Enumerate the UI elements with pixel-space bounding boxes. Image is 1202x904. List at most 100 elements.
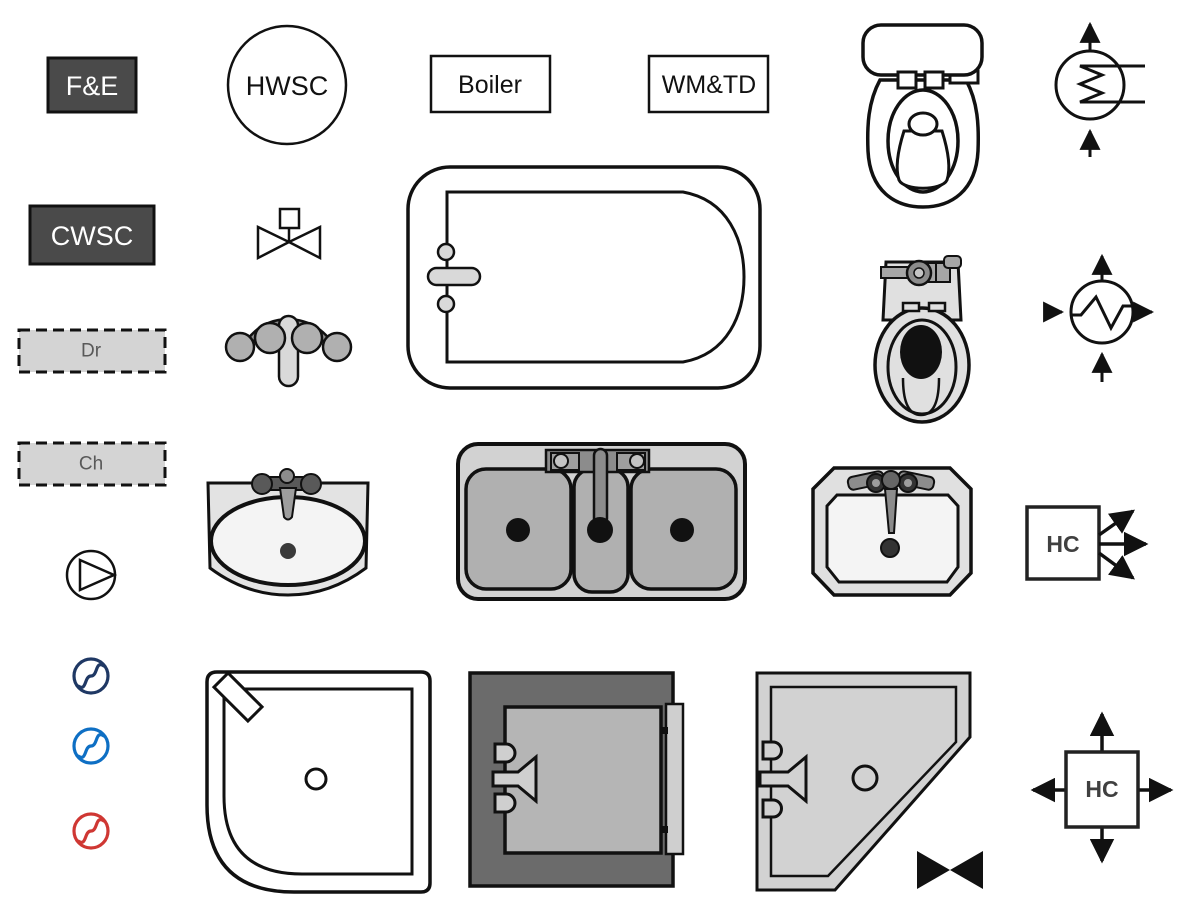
boiler-symbol[interactable]: Boiler (429, 54, 552, 114)
pump-navy-wave (76, 663, 106, 689)
channel-box-symbol[interactable]: Ch (17, 441, 167, 487)
cwsc-box (28, 204, 156, 266)
fe-tank-symbol[interactable]: F&E (46, 56, 138, 114)
heat-exchanger-flow-icon[interactable] (1043, 253, 1155, 382)
hc-fan-label: HC (1046, 531, 1079, 557)
pump-red-wave (76, 818, 106, 844)
hwsc-circle (226, 24, 348, 146)
wm-td-label: WM&TD (662, 71, 756, 99)
shower-head (211, 670, 265, 724)
wm-handle-mount-top (659, 727, 668, 734)
shower-tray-symbol[interactable] (205, 670, 432, 894)
pump-red-circle (72, 812, 110, 850)
bathtub-tap-hot (436, 242, 456, 262)
drain-box-symbol[interactable]: Dr (17, 328, 167, 374)
lav-tap-top (881, 470, 901, 490)
lavatory-sink-symbol[interactable] (811, 466, 973, 597)
tap-knob-4 (321, 331, 353, 363)
gate-valve-symbol[interactable] (256, 207, 322, 261)
pump-navy-circle (72, 657, 110, 695)
wm-handle (664, 702, 685, 856)
fe-tank-box (46, 56, 138, 114)
pump-symbol[interactable] (65, 549, 118, 601)
bathtub-spout (426, 266, 482, 287)
lav-drain (880, 538, 900, 558)
tap-spout (277, 314, 300, 388)
ch-label: Ch (79, 454, 103, 475)
sink-drain-middle (587, 517, 613, 543)
tap-knob-2 (253, 321, 287, 355)
pump-red-icon[interactable] (72, 812, 110, 850)
hc-cross-box (1064, 750, 1140, 829)
basin-tap-handle-right (300, 473, 322, 495)
pump-blue-icon[interactable] (72, 727, 110, 765)
corner-shower-inner (769, 685, 958, 878)
ch-box (17, 441, 167, 487)
hwsc-label: HWSC (246, 71, 329, 101)
toilet-front-view-symbol[interactable] (873, 255, 971, 424)
basin-tap-spout (278, 487, 298, 521)
wash-basin-symbol[interactable] (206, 468, 370, 597)
hc-fan-out-symbol[interactable]: HC (1025, 505, 1149, 581)
toilet-inner-bowl (895, 129, 951, 190)
toilet-hinge-left (896, 70, 918, 90)
wm-tab-bottom (493, 792, 517, 814)
cwsc-cistern-symbol[interactable]: CWSC (28, 204, 156, 266)
shower-drain (304, 767, 328, 791)
hc-cross-symbol[interactable]: HC (1030, 711, 1174, 864)
pump-navy-icon[interactable] (72, 657, 110, 695)
toilet2-hinge-right (927, 301, 947, 313)
corner-shower-tab-bottom (761, 798, 783, 819)
toilet2-inlet-pipe (880, 266, 909, 279)
fe-tank-label: F&E (66, 71, 119, 101)
lav-ring-left-hub (872, 479, 880, 487)
sink-handle-left (553, 453, 569, 469)
toilet-flush-outlet (907, 111, 939, 137)
basin-drain (280, 543, 296, 559)
basin-tap-top (279, 468, 295, 484)
tap-knob-1 (224, 331, 256, 363)
boiler-label: Boiler (458, 71, 522, 99)
pump-blue-wave (76, 733, 106, 759)
corner-shower-tab-top (761, 740, 783, 761)
pump-triangle (78, 558, 118, 592)
dr-box (17, 328, 167, 374)
sink-drain-left (506, 518, 530, 542)
lav-ring-right-hub (904, 479, 912, 487)
toilet-cistern (861, 23, 984, 77)
dr-label: Dr (81, 341, 102, 362)
wm-inlet-funnel (491, 753, 538, 805)
bathtub-symbol[interactable] (406, 165, 762, 390)
mixer-tap-symbol[interactable] (224, 314, 353, 388)
tap-knob-3 (290, 321, 324, 355)
toilet2-trap-line (901, 377, 941, 417)
pump-blue-circle (72, 727, 110, 765)
bathtub-inner (445, 190, 746, 364)
hx-wave (1071, 294, 1133, 332)
heater-coil-exchanger-icon[interactable] (1054, 21, 1145, 157)
toilet-top-view-symbol[interactable] (861, 23, 984, 209)
valve-actuator (278, 207, 301, 230)
sink-handle-right (629, 453, 645, 469)
coil-zigzag (1076, 64, 1145, 104)
hwsc-cylinder-symbol[interactable]: HWSC (226, 24, 348, 146)
double-sink-symbol[interactable] (456, 442, 747, 601)
toilet2-hinge-left (901, 301, 921, 313)
wm-td-symbol[interactable]: WM&TD (647, 54, 770, 114)
washing-machine-symbol[interactable] (468, 671, 685, 888)
toilet2-valve-cap (943, 255, 962, 269)
black-valve-right (950, 851, 983, 889)
wm-handle-mount-bottom (659, 826, 668, 833)
cwsc-label: CWSC (51, 221, 134, 251)
valve-wing-right (286, 225, 322, 261)
corner-shower-symbol[interactable] (755, 671, 972, 892)
bathtub-tap-cold (436, 294, 456, 314)
hc-fan-arrow-up (1097, 509, 1136, 537)
black-valve-icon[interactable] (917, 851, 983, 889)
wm-td-box (647, 54, 770, 114)
toilet-hinge-right (923, 70, 945, 90)
lav-spout (883, 488, 899, 534)
valve-wing-left (256, 225, 292, 261)
